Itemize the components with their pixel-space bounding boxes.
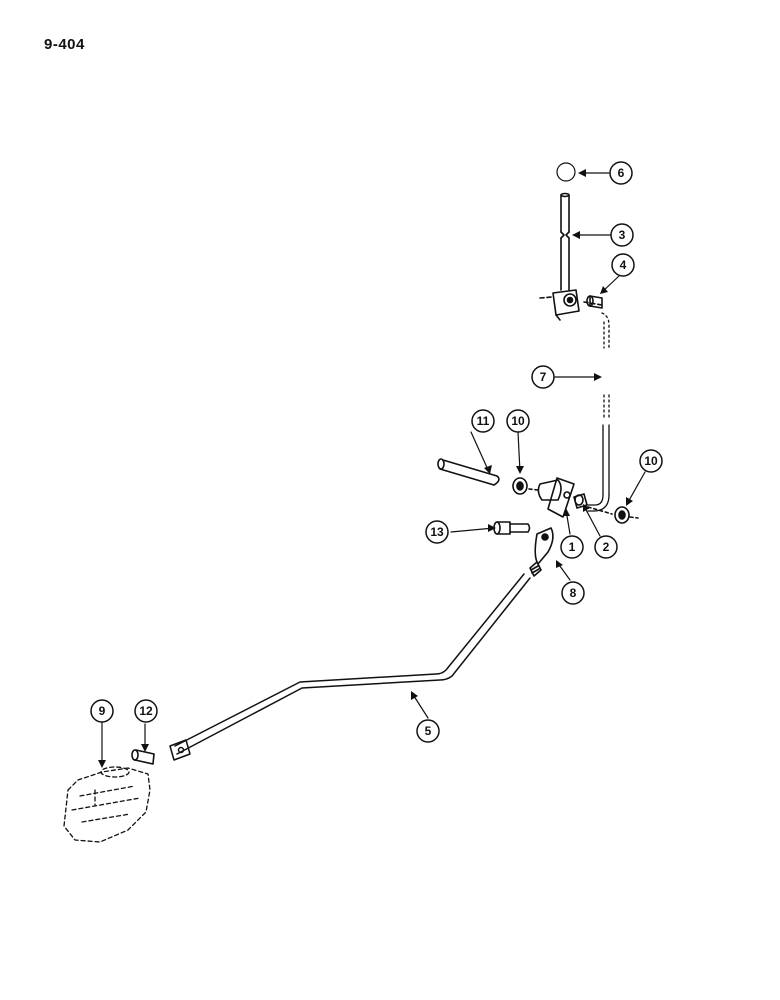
callout-1: 1 bbox=[560, 535, 584, 559]
page-number: 9-404 bbox=[44, 36, 85, 53]
svg-text:10: 10 bbox=[511, 414, 525, 428]
callout-7: 7 bbox=[531, 365, 555, 389]
callouts: 6 3 4 7 11 10 10 13 1 2 8 5 9 12 bbox=[90, 161, 663, 743]
lower-lever-assembly bbox=[528, 477, 575, 518]
callout-9: 9 bbox=[90, 699, 114, 723]
callout-10-right: 10 bbox=[639, 449, 663, 473]
lower-bushing bbox=[573, 493, 613, 515]
svg-text:12: 12 bbox=[139, 704, 153, 718]
clevis bbox=[529, 527, 554, 577]
callout-8: 8 bbox=[561, 581, 585, 605]
small-pin bbox=[131, 749, 155, 765]
callout-13: 13 bbox=[425, 520, 449, 544]
svg-text:2: 2 bbox=[603, 540, 610, 554]
long-link-rod bbox=[169, 573, 531, 761]
svg-text:11: 11 bbox=[477, 414, 490, 428]
svg-text:10: 10 bbox=[644, 454, 658, 468]
svg-text:7: 7 bbox=[540, 370, 547, 384]
vertical-link-rod bbox=[587, 312, 610, 512]
svg-text:3: 3 bbox=[619, 228, 626, 242]
nut-right bbox=[614, 506, 639, 524]
svg-text:9: 9 bbox=[99, 704, 106, 718]
upper-bushing bbox=[586, 295, 603, 309]
svg-text:4: 4 bbox=[620, 258, 627, 272]
callout-10-left: 10 bbox=[506, 409, 530, 433]
arrowheads bbox=[98, 169, 633, 768]
callout-5: 5 bbox=[416, 719, 440, 743]
callout-11: 11 bbox=[471, 409, 495, 433]
callout-4: 4 bbox=[611, 253, 635, 277]
long-pin bbox=[437, 458, 500, 486]
bolt bbox=[493, 521, 531, 535]
callout-3: 3 bbox=[610, 223, 634, 247]
svg-text:5: 5 bbox=[425, 724, 432, 738]
callout-6: 6 bbox=[609, 161, 633, 185]
nut-left bbox=[512, 477, 528, 495]
svg-text:8: 8 bbox=[570, 586, 577, 600]
upper-lever-rod bbox=[560, 192, 570, 291]
valve-housing bbox=[63, 766, 151, 843]
callout-12: 12 bbox=[134, 699, 158, 723]
callout-2: 2 bbox=[594, 535, 618, 559]
svg-text:6: 6 bbox=[618, 166, 625, 180]
svg-text:13: 13 bbox=[430, 525, 444, 539]
knob-ball bbox=[556, 162, 576, 182]
svg-text:1: 1 bbox=[569, 540, 576, 554]
